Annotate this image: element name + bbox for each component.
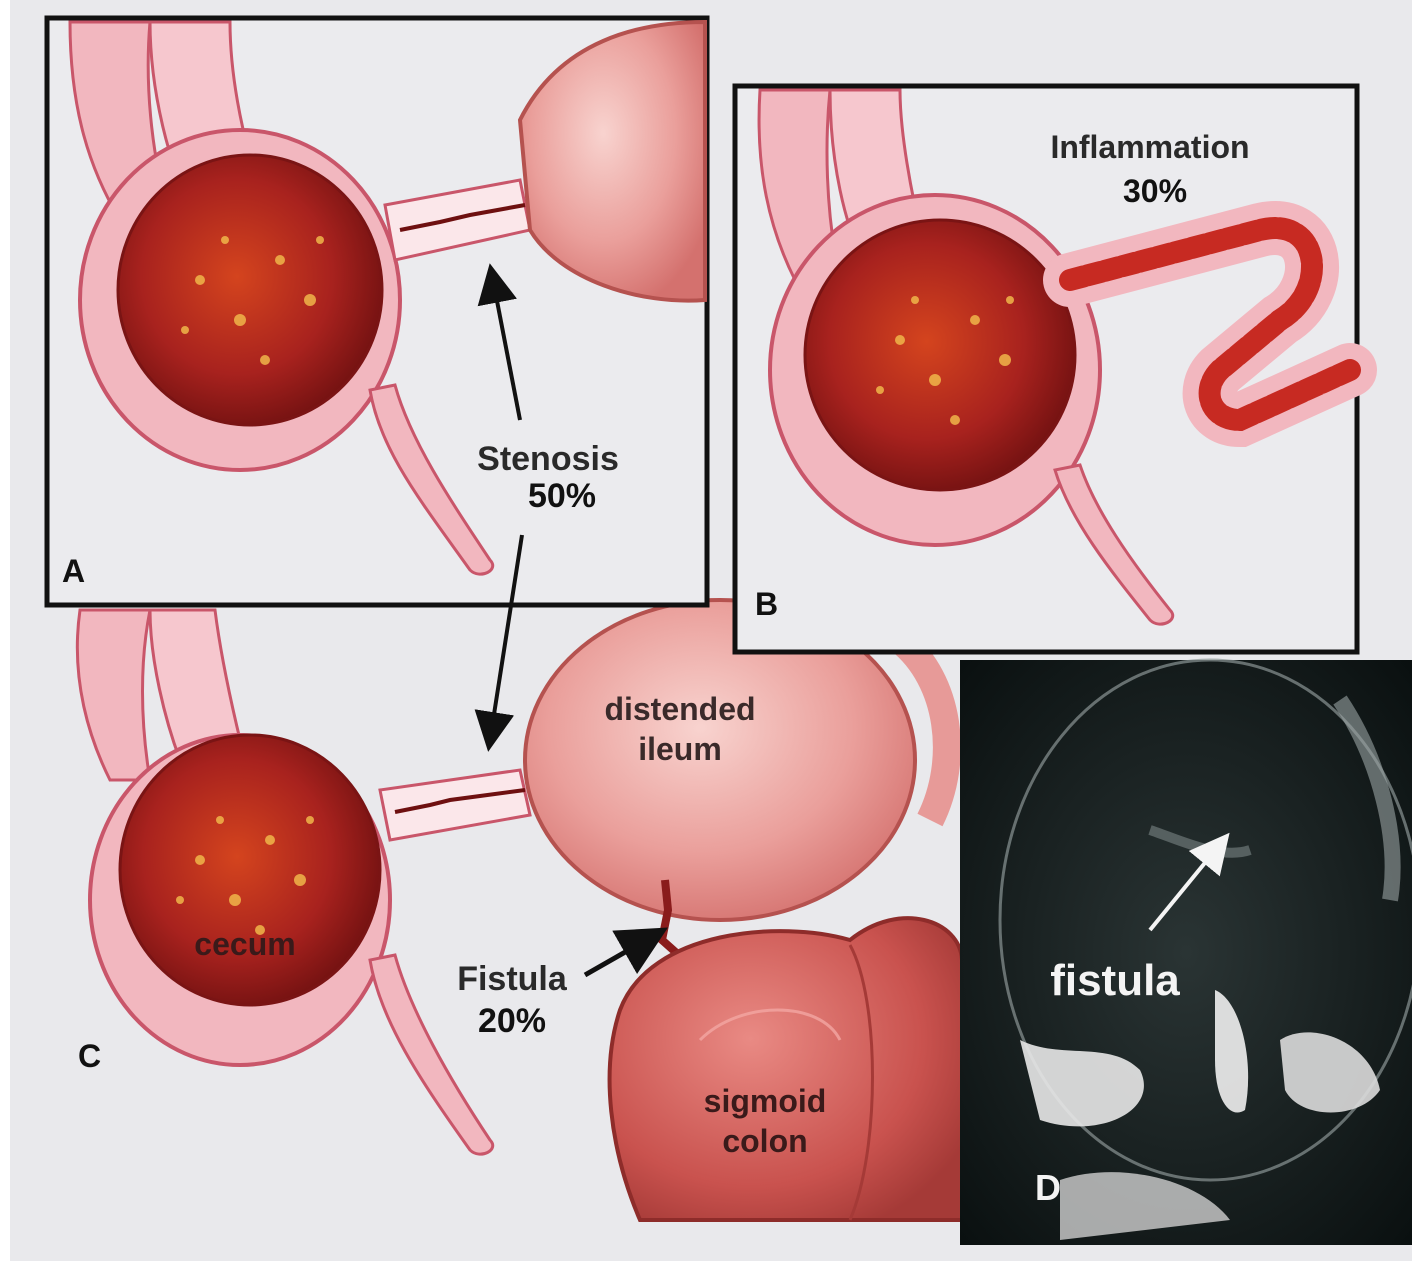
sigmoid-colon-shape — [610, 918, 962, 1220]
colon-label: colon — [722, 1123, 807, 1159]
inflammation-label: Inflammation — [1050, 129, 1249, 165]
xray-image — [960, 660, 1412, 1245]
panel-b — [735, 86, 1357, 652]
fistula-label: Fistula — [457, 960, 568, 998]
panel-c-letter: C — [78, 1038, 101, 1074]
inflammation-percent: 30% — [1123, 173, 1187, 209]
panel-d-letter: D — [1035, 1167, 1061, 1208]
ileum-label: ileum — [638, 731, 722, 767]
sigmoid-label: sigmoid — [704, 1083, 827, 1119]
fistula-percent: 20% — [478, 1002, 546, 1040]
stenosis-percent: 50% — [528, 477, 596, 515]
cecum-label: cecum — [194, 926, 295, 962]
stenosis-label: Stenosis — [477, 440, 619, 478]
panel-d — [960, 660, 1412, 1245]
xray-fistula-label: fistula — [1050, 956, 1180, 1005]
panel-a — [47, 18, 707, 605]
panel-b-letter: B — [755, 586, 778, 622]
distended-label: distended — [604, 691, 755, 727]
panel-a-letter: A — [62, 553, 85, 589]
cecum-lumen — [120, 735, 380, 1005]
